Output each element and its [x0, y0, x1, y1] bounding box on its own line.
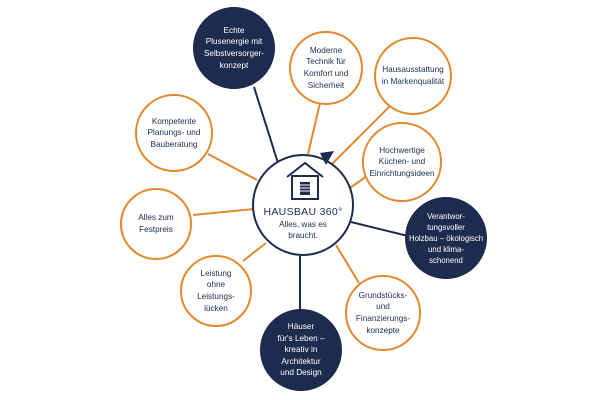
node-holzbau-text: Verantwor- tungsvoller Holzbau – ökologi… [408, 211, 484, 265]
center-hub: HAUSBAU 360° Alles, was es braucht. [252, 154, 354, 256]
node-festpreis: Alles zum Festpreis [120, 188, 192, 260]
connector-festpreis [192, 208, 255, 216]
node-kuechen: Hochwertige Küchen- und Einrichtungsidee… [362, 122, 442, 202]
connector-beratung [207, 153, 258, 181]
house-icon [286, 161, 324, 200]
node-haeuser-text: Häuser für's Leben – kreativ in Architek… [277, 322, 325, 378]
node-plusenergie: Echte Plusenergie mit Selbstversorger- k… [193, 7, 275, 89]
node-technik-text: Moderne Technik für Komfort und Sicherhe… [303, 45, 349, 90]
node-technik: Moderne Technik für Komfort und Sicherhe… [289, 31, 363, 105]
center-subtitle: Alles, was es braucht. [279, 220, 327, 240]
connector-kuechen [349, 175, 368, 189]
circular-arrow-icon [320, 151, 334, 165]
node-beratung-text: Kompetente Planungs- und Bauberatung [147, 116, 201, 149]
node-leistung-text: Leistung ohne Leistungs- lücken [197, 268, 235, 313]
node-beratung: Kompetente Planungs- und Bauberatung [135, 94, 213, 172]
connector-grundstueck [335, 244, 360, 284]
node-festpreis-text: Alles zum Festpreis [138, 213, 174, 234]
node-grundstueck-text: Grundstücks- und Finanzierungs- konzepte [355, 290, 411, 335]
connector-technik [307, 102, 321, 155]
node-haeuser: Häuser für's Leben – kreativ in Architek… [260, 309, 342, 391]
node-plusenergie-text: Echte Plusenergie mit Selbstversorger- k… [203, 25, 265, 70]
connector-leistung [242, 242, 267, 262]
connector-hausausstattung [331, 101, 395, 165]
node-grundstueck: Grundstücks- und Finanzierungs- konzepte [345, 275, 421, 351]
connector-plusenergie [253, 86, 279, 164]
node-hausausstattung: Hausausstattung in Markenqualität [374, 37, 452, 115]
center-title: HAUSBAU 360° [263, 206, 343, 218]
node-holzbau: Verantwor- tungsvoller Holzbau – ökologi… [405, 197, 487, 279]
node-hausausstattung-text: Hausausstattung in Markenqualität [381, 65, 445, 86]
node-leistung: Leistung ohne Leistungs- lücken [180, 255, 252, 327]
connector-holzbau [350, 221, 409, 237]
node-kuechen-text: Hochwertige Küchen- und Einrichtungsidee… [369, 145, 435, 178]
